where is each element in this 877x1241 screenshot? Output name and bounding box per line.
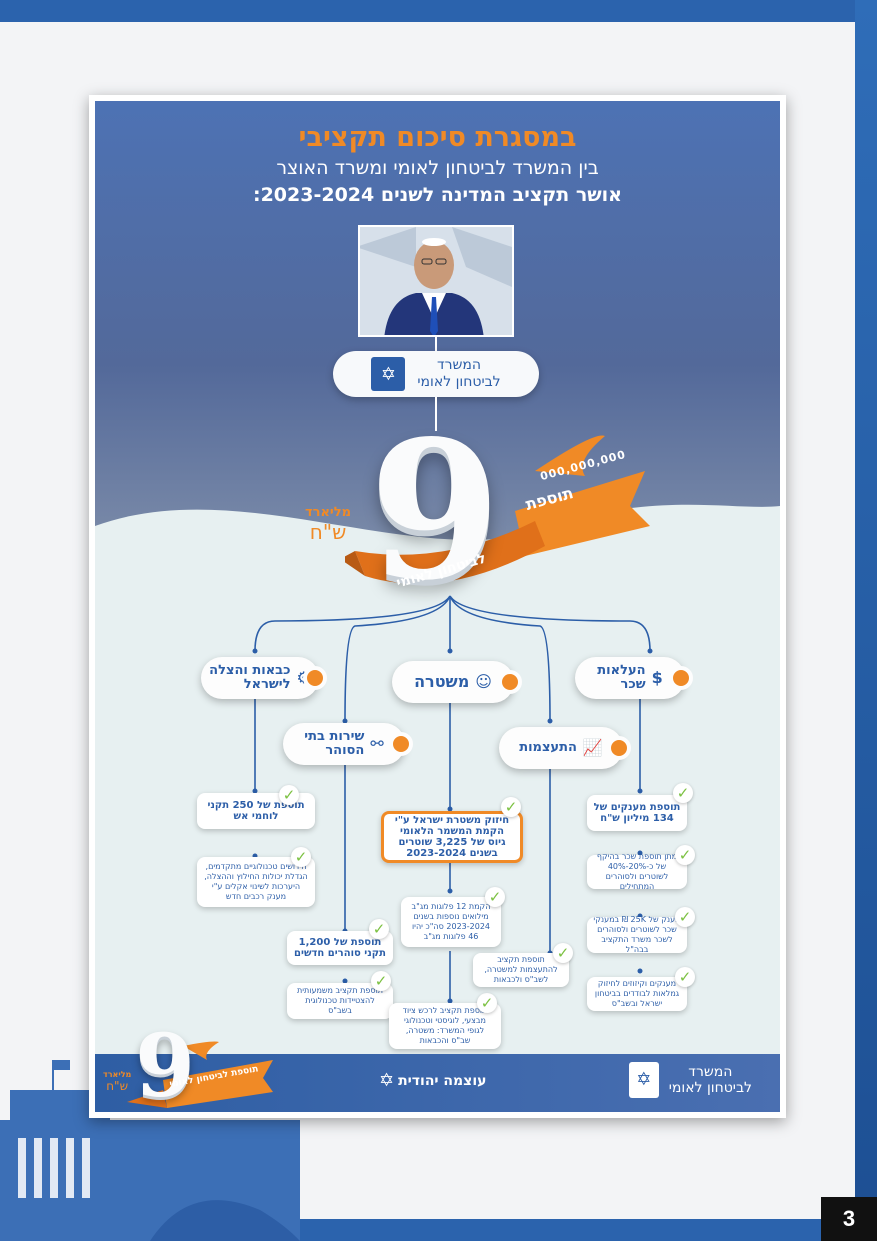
category-prison-service-label-line2: הסוהר	[325, 743, 365, 758]
orange-dot-marker	[498, 670, 522, 694]
footer-amount-unit-top: מליארד	[103, 1070, 132, 1079]
menorah-emblem-icon: ✡	[628, 1062, 659, 1098]
minister-photo	[358, 225, 514, 337]
card-prisons-1: תוספת של 1,200 תקני סוהרים חדשים	[287, 931, 393, 965]
orange-ribbon	[345, 435, 650, 584]
check-icon: ✓	[673, 783, 693, 803]
poster-canvas: במסגרת סיכום תקציבי בין המשרד לביטחון לא…	[95, 101, 780, 1112]
orange-dot-marker	[303, 666, 327, 690]
ministry-name: המשרד לביטחון לאומי	[417, 357, 500, 391]
category-fire-rescue-label-line1: כבאות והצלה	[209, 663, 291, 678]
check-icon: ✓	[675, 907, 695, 927]
footer-ministry-line1: המשרד	[688, 1064, 733, 1080]
headline-block: במסגרת סיכום תקציבי בין המשרד לביטחון לא…	[95, 121, 780, 208]
check-icon: ✓	[553, 943, 573, 963]
category-police: ☺ משטרה	[392, 661, 522, 703]
check-icon: ✓	[501, 797, 521, 817]
page-subtitle-line2: אושר תקציב המדינה לשנים 2023-2024:	[252, 184, 623, 206]
infographic-poster: במסגרת סיכום תקציבי בין המשרד לביטחון לא…	[89, 95, 786, 1118]
category-fire-rescue: ⚙ כבאות והצלה לישראל	[201, 657, 327, 699]
category-prison-service-label: שירות בתי הסוהר	[304, 730, 364, 758]
page-number: 3	[821, 1197, 877, 1241]
orange-dot-marker	[607, 736, 631, 760]
amount-unit-bottom: ש"ח	[309, 520, 347, 544]
footer-ministry-logo: המשרד לביטחון לאומי ✡	[628, 1062, 752, 1098]
outer-frame-top	[0, 0, 877, 22]
page-subtitle-line1: בין המשרד לביטחון לאומי ומשרד האוצר	[276, 157, 599, 179]
chart-icon: 📈	[582, 738, 603, 757]
footer-orange-ribbon	[127, 1041, 273, 1108]
network-icon: ⚯	[370, 734, 384, 753]
amount-digit: 9	[368, 399, 502, 622]
footer-ministry-line2: לביטחון לאומי	[668, 1080, 752, 1096]
outer-frame-right	[855, 0, 877, 1241]
check-icon: ✓	[291, 847, 311, 867]
knesset-skyline-illustration	[0, 1060, 300, 1241]
party-logo: עוצמה יהודית ✡	[379, 1070, 486, 1091]
category-wage-increases-label-line1: העלאות	[597, 663, 646, 678]
star-of-david-icon: ✡	[379, 1070, 395, 1091]
amount-unit: מליארד ש"ח	[305, 505, 352, 545]
category-police-label: משטרה	[414, 672, 470, 691]
party-name: עוצמה יהודית	[398, 1072, 487, 1089]
check-icon: ✓	[675, 967, 695, 987]
check-icon: ✓	[371, 971, 391, 991]
category-wage-increases: $ העלאות שכר	[575, 657, 693, 699]
footer-amount-digit: 9	[135, 1016, 195, 1112]
category-fire-rescue-label-line2: לישראל	[243, 677, 291, 692]
card-wages-1: תוספת מענקים של 134 מיליון ש"ח	[587, 795, 687, 831]
category-fire-rescue-label: כבאות והצלה לישראל	[209, 664, 290, 692]
card-police-2: הקמת 12 פלוגות מג"ב מילואים נוספות בשנים…	[401, 897, 501, 947]
people-icon: ☺	[475, 672, 492, 691]
check-icon: ✓	[675, 845, 695, 865]
category-strengthening-label: התעצמות	[519, 740, 577, 755]
footer-amount-unit: מליארד ש"ח	[103, 1070, 131, 1093]
connector-ministry-to-amount	[435, 397, 437, 431]
category-wage-increases-label-line2: שכר	[620, 677, 646, 692]
footer-amount-unit-bottom: ש"ח	[106, 1079, 129, 1093]
card-wages-3: מענק של 25K ₪ במענקי שכר לשוטרים ולסוהרי…	[587, 915, 687, 954]
card-prisons-2: תוספת תקציב משמעותית להצטיידות טכנולוגית…	[287, 983, 393, 1019]
minister-portrait-illustration	[360, 227, 512, 335]
card-strengthening-1: תוספת תקציב להתעצמות למשטרה, לשב"ס ולכבא…	[473, 953, 569, 987]
footer-ministry-name: המשרד לביטחון לאומי	[669, 1064, 752, 1096]
orange-dot-marker	[389, 732, 413, 756]
category-strengthening: 📈 התעצמות	[499, 727, 631, 769]
check-icon: ✓	[279, 785, 299, 805]
check-icon: ✓	[485, 887, 505, 907]
ministry-name-line1: המשרד	[436, 357, 482, 373]
category-prison-service: ⚯ שירות בתי הסוהר	[283, 723, 413, 765]
orange-dot-marker	[669, 666, 693, 690]
category-wage-increases-label: העלאות שכר	[597, 664, 645, 692]
ministry-badge: המשרד לביטחון לאומי ✡	[333, 351, 539, 397]
check-icon: ✓	[369, 919, 389, 939]
category-prison-service-label-line1: שירות בתי	[304, 729, 365, 744]
connector-photo-to-ministry	[435, 337, 437, 351]
amount-unit-top: מליארד	[305, 505, 352, 520]
card-wages-2: מתן תוספת שכר בהיקף של כ-20%-40% לשוטרים…	[587, 852, 687, 891]
ministry-name-line2: לביטחון לאומי	[417, 374, 501, 390]
money-icon: $	[651, 668, 663, 687]
check-icon: ✓	[477, 993, 497, 1013]
card-police-3: תוספת תקציב לרכש ציוד מבצעי, לוגיסטי וטכ…	[389, 1003, 501, 1049]
poster-footer: המשרד לביטחון לאומי ✡ עוצמה יהודית ✡ 9 ת…	[95, 1024, 780, 1112]
page-title: במסגרת סיכום תקציבי	[298, 122, 577, 153]
card-wages-4: מענקים וקיזוזים לחיזוק גמלאות לבודדים בב…	[587, 977, 687, 1011]
card-police-feature: חיזוק משטרת ישראל ע"י הקמת המשמר הלאומי …	[381, 811, 523, 863]
menorah-emblem-icon: ✡	[371, 357, 406, 391]
